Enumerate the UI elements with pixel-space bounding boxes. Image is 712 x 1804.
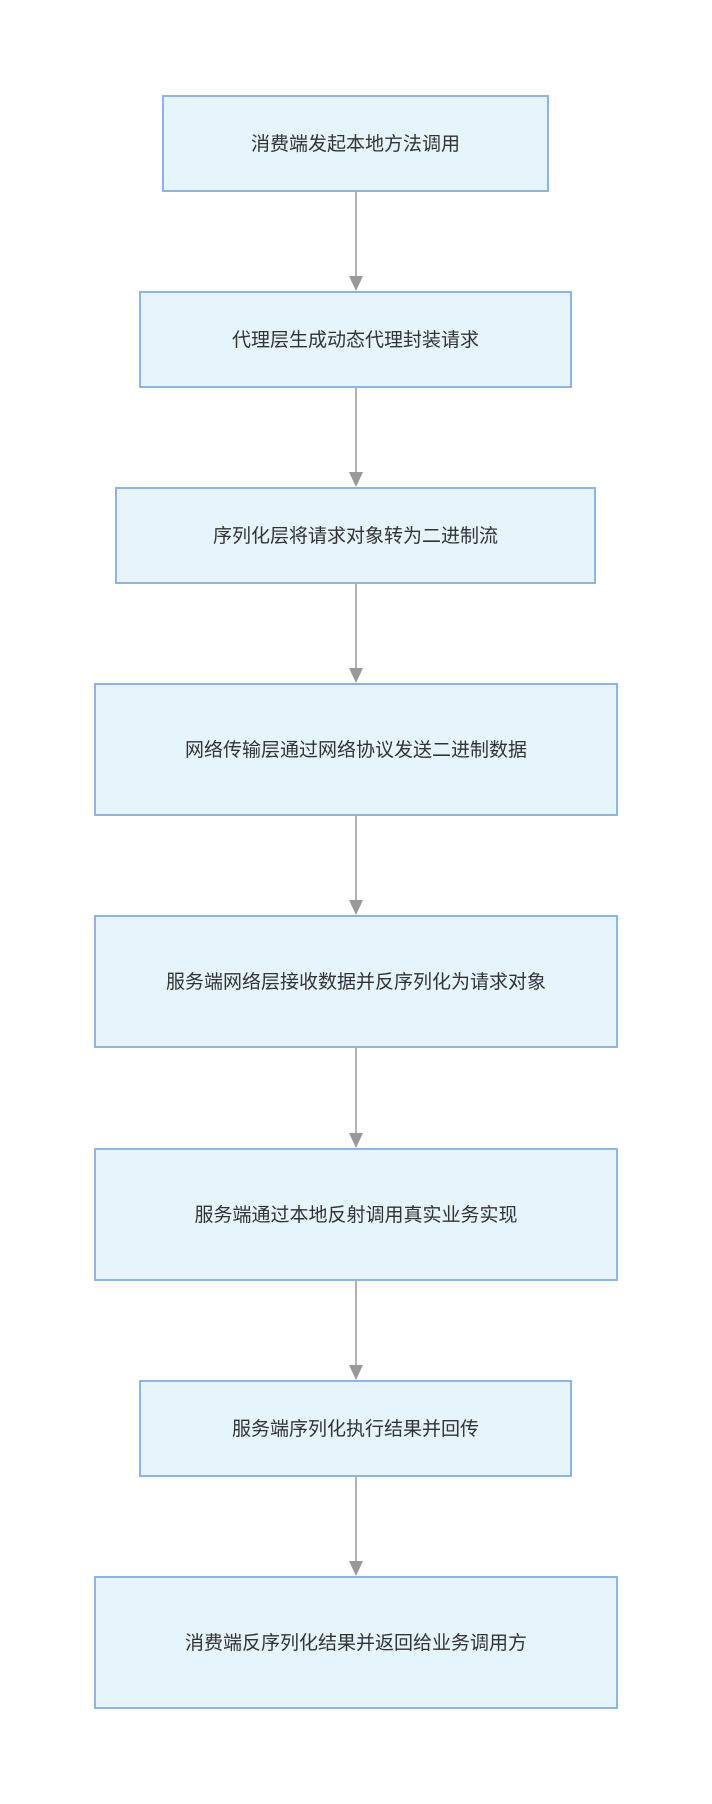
arrow-3-4 (349, 584, 363, 683)
step-6-server-reflect-invoke: 服务端通过本地反射调用真实业务实现 (94, 1148, 618, 1281)
step-4-label: 网络传输层通过网络协议发送二进制数据 (184, 738, 527, 761)
step-7-label: 服务端序列化执行结果并回传 (231, 1417, 479, 1440)
step-1-label: 消费端发起本地方法调用 (250, 132, 460, 155)
step-3-serialize-request: 序列化层将请求对象转为二进制流 (115, 487, 596, 584)
step-5-label: 服务端网络层接收数据并反序列化为请求对象 (165, 970, 546, 993)
arrow-1-2 (349, 192, 363, 291)
step-8-consumer-deserialize-return: 消费端反序列化结果并返回给业务调用方 (94, 1576, 618, 1709)
step-1-consumer-local-call: 消费端发起本地方法调用 (162, 95, 549, 192)
step-3-label: 序列化层将请求对象转为二进制流 (212, 524, 498, 547)
step-8-label: 消费端反序列化结果并返回给业务调用方 (184, 1631, 527, 1654)
step-6-label: 服务端通过本地反射调用真实业务实现 (194, 1203, 518, 1226)
step-4-network-send: 网络传输层通过网络协议发送二进制数据 (94, 683, 618, 816)
arrow-4-5 (349, 816, 363, 915)
step-5-server-receive-deserialize: 服务端网络层接收数据并反序列化为请求对象 (94, 915, 618, 1048)
step-2-proxy-wrap-request: 代理层生成动态代理封装请求 (139, 291, 572, 388)
arrow-2-3 (349, 388, 363, 487)
step-2-label: 代理层生成动态代理封装请求 (231, 328, 479, 351)
arrow-6-7 (349, 1281, 363, 1380)
step-7-server-serialize-result: 服务端序列化执行结果并回传 (139, 1380, 572, 1477)
arrow-7-8 (349, 1477, 363, 1576)
arrow-5-6 (349, 1048, 363, 1148)
